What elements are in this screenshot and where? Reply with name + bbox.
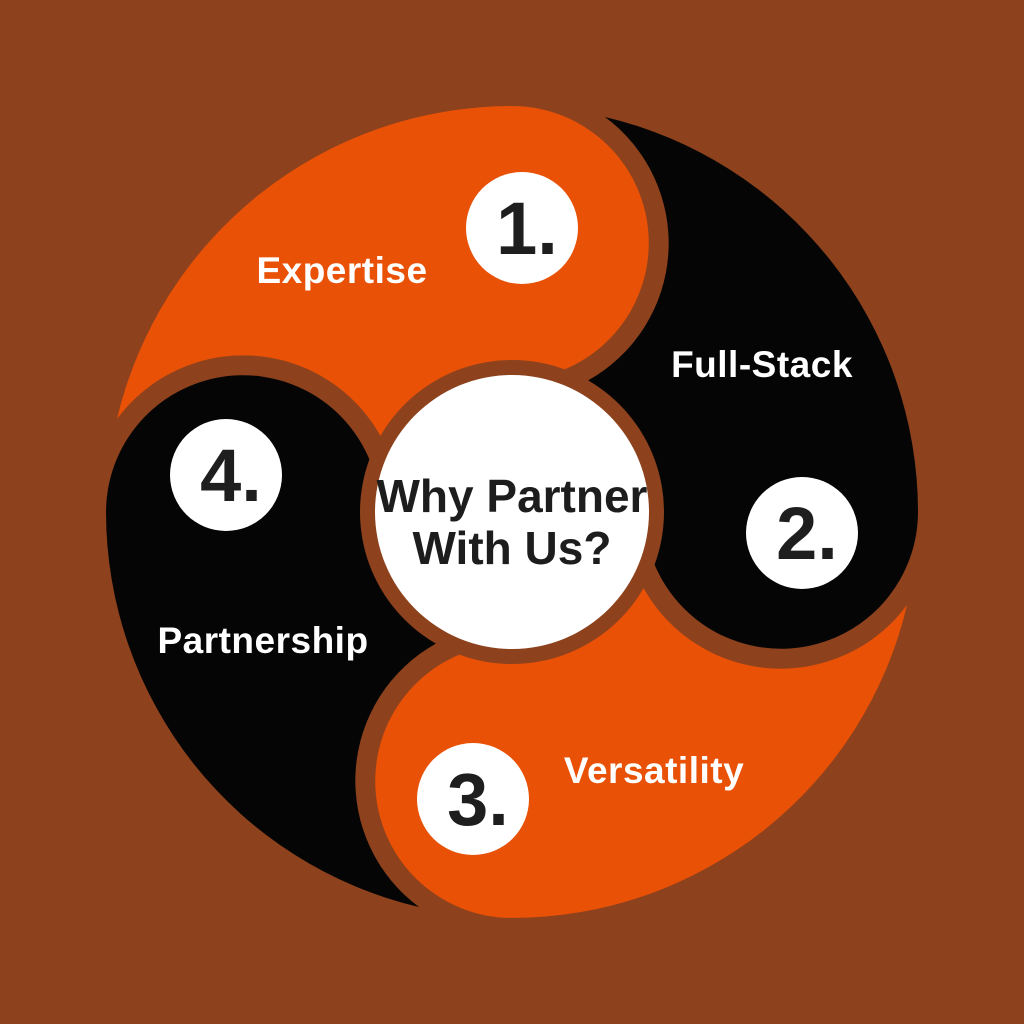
badge-4: 4. — [170, 419, 282, 531]
badge-2: 2. — [746, 477, 858, 589]
badge-1-number: 1. — [496, 187, 558, 270]
badge-2-circle — [746, 477, 858, 589]
label-versatility: Versatility — [564, 750, 744, 791]
label-full-stack: Full-Stack — [671, 344, 853, 385]
badge-4-circle — [170, 419, 282, 531]
label-expertise: Expertise — [256, 250, 427, 291]
label-partnership: Partnership — [157, 620, 368, 661]
badge-4-number: 4. — [200, 434, 262, 517]
badge-2-number: 2. — [776, 492, 838, 575]
badge-3-number: 3. — [447, 758, 509, 841]
center-title-line2: With Us? — [413, 522, 612, 574]
badge-3: 3. — [417, 743, 529, 855]
badge-3-circle — [417, 743, 529, 855]
badge-1: 1. — [466, 172, 578, 284]
badge-1-circle — [466, 172, 578, 284]
center-title-line1: Why Partner — [377, 470, 648, 522]
center-circle — [375, 375, 649, 649]
